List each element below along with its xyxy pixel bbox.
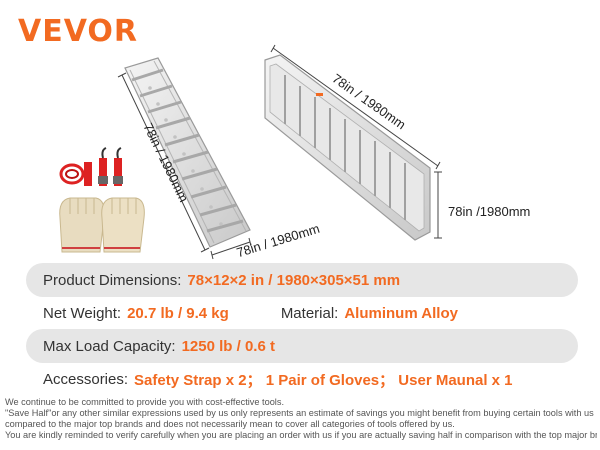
safety-strap-icon xyxy=(59,147,123,186)
accessories-value: Safety Strap x 2； 1 Pair of Gloves； User… xyxy=(134,371,513,389)
dimensions-label: Product Dimensions: xyxy=(43,271,182,289)
disclaimer-line: compared to the major top brands and doe… xyxy=(5,419,455,429)
disclaimer-text: We continue to be committed to provide y… xyxy=(5,397,597,441)
spec-load-row: Max Load Capacity: 1250 lb / 0.6 t xyxy=(26,329,578,363)
spec-accessories-row: Accessories: Safety Strap x 2； 1 Pair of… xyxy=(26,362,578,396)
load-value: 1250 lb / 0.6 t xyxy=(181,337,275,355)
brand-logo: VEVOR xyxy=(18,14,139,49)
spec-dimensions-row: Product Dimensions: 78×12×2 in / 1980×30… xyxy=(26,263,578,297)
spec-weight-row: Net Weight: 20.7 lb / 9.4 kg Material: A… xyxy=(26,296,578,330)
accessories-label: Accessories: xyxy=(43,370,129,388)
ramp-side-view xyxy=(264,54,431,241)
product-illustration xyxy=(59,44,442,260)
disclaimer-line: You are kindly reminded to verify carefu… xyxy=(5,430,597,440)
gloves-icon xyxy=(59,197,145,253)
dimensions-value: 78×12×2 in / 1980×305×51 mm xyxy=(187,271,401,289)
load-label: Max Load Capacity: xyxy=(43,337,176,355)
ramp-top-view xyxy=(124,57,251,248)
material-value: Aluminum Alloy xyxy=(344,304,458,322)
side-height-label: 78in /1980mm xyxy=(448,204,531,219)
material-label: Material: xyxy=(280,304,339,322)
disclaimer-line: "Save Half"or any other similar expressi… xyxy=(5,408,594,418)
weight-label: Net Weight: xyxy=(43,304,122,322)
weight-value: 20.7 lb / 9.4 kg xyxy=(127,304,229,322)
disclaimer-line: We continue to be committed to provide y… xyxy=(5,397,284,407)
